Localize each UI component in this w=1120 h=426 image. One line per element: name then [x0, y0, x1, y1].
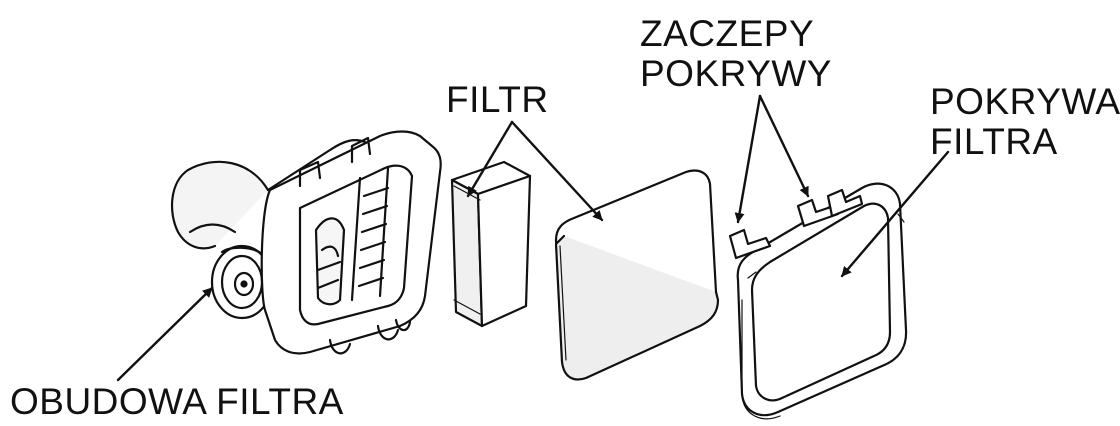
- filter-housing: [171, 130, 442, 355]
- label-filter-text: FILTR: [446, 79, 549, 120]
- label-filter-cover-line-2: FILTRA: [930, 121, 1058, 162]
- label-cover-clips: ZACZEPY POKRYWY: [640, 14, 832, 94]
- label-cover-clips-line-2: POKRYWY: [640, 53, 832, 94]
- label-filter-cover: POKRYWA FILTRA: [930, 82, 1120, 162]
- label-filter: FILTR: [446, 80, 549, 120]
- label-filter-housing: OBUDOWA FILTRA: [10, 382, 344, 422]
- arrows: [116, 94, 950, 382]
- filter-block-small: [450, 160, 532, 328]
- filter-cover: [728, 182, 908, 420]
- label-cover-clips-line-1: ZACZEPY: [640, 13, 815, 54]
- filter-pad-flat: [554, 169, 720, 381]
- label-filter-housing-text: OBUDOWA FILTRA: [10, 381, 344, 422]
- label-filter-cover-line-1: POKRYWA: [930, 81, 1120, 122]
